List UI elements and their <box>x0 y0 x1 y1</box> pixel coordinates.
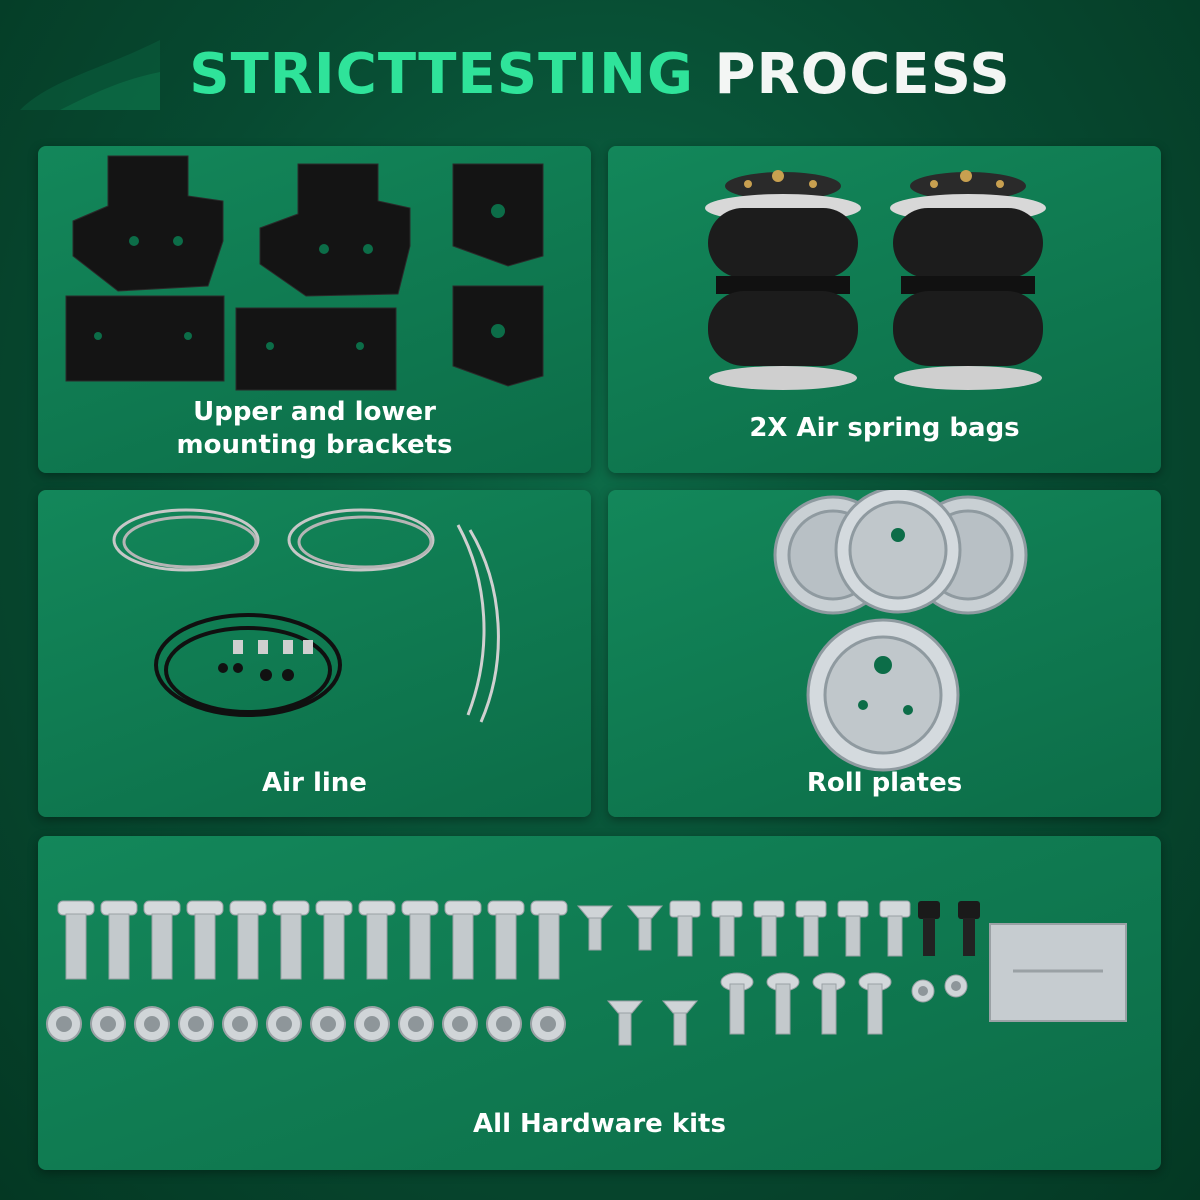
roll-plates-image <box>773 490 1028 772</box>
title-accent-text: STRICTTESTING <box>189 42 694 107</box>
panel-label: Roll plates <box>806 768 963 798</box>
panel-air-line: Air line <box>38 490 591 817</box>
air-line-image <box>112 508 500 723</box>
air-bags-image <box>705 170 1046 390</box>
panel-air-spring-bags: 2X Air spring bags <box>608 146 1161 473</box>
panel-mounting-brackets: Upper and lower mounting brackets <box>38 146 591 473</box>
panel-label: All Hardware kits <box>473 1109 726 1139</box>
brush-decoration <box>20 40 160 110</box>
hardware-image <box>46 900 1127 1046</box>
page-title: STRICTTESTING PROCESS <box>0 42 1200 107</box>
panel-label: 2X Air spring bags <box>749 413 1020 443</box>
brackets-image <box>65 155 544 391</box>
panel-hardware-kits: All Hardware kits <box>38 836 1161 1170</box>
panel-label: Air line <box>262 768 367 798</box>
panel-roll-plates: Roll plates <box>608 490 1161 817</box>
title-white-text: PROCESS <box>714 42 1011 107</box>
panel-label: Upper and lower mounting brackets <box>176 397 453 460</box>
